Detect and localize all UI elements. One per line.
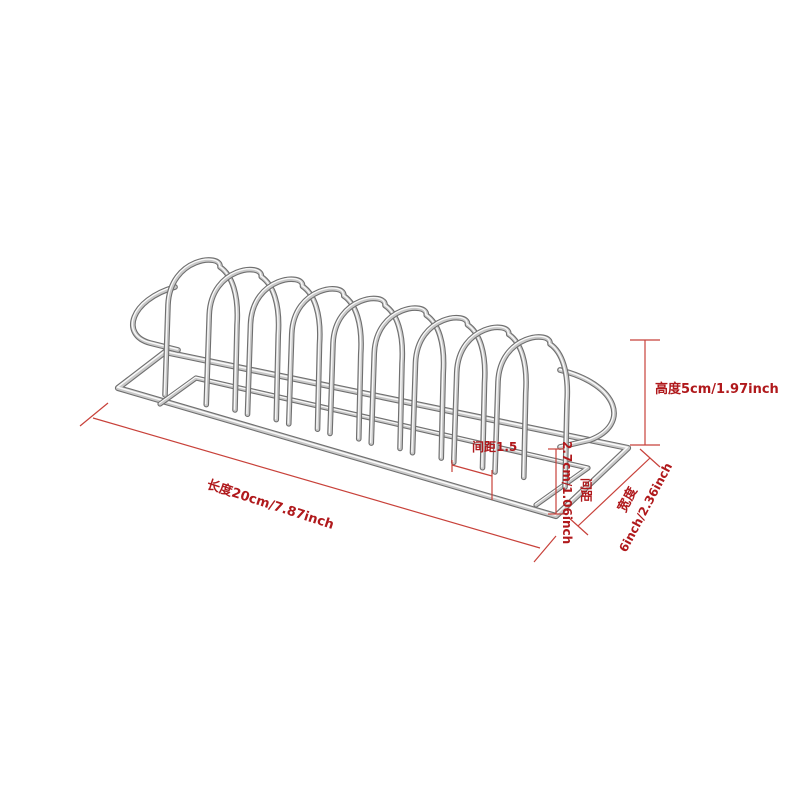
width-dimension-line (577, 457, 651, 527)
length-tick-right (533, 535, 557, 563)
base-frame-inner (157, 375, 591, 508)
arch-wire (285, 286, 364, 442)
arch-wire (368, 305, 447, 461)
width-tick-right (639, 448, 661, 468)
height-label: 高度5cm/1.97inch (655, 381, 779, 397)
arch-wire (162, 257, 241, 413)
arch-wire (492, 334, 571, 490)
wire-rack (114, 257, 632, 520)
spacing-dimension-line (451, 464, 493, 477)
arch-wire (244, 276, 323, 433)
left-end-loop (130, 284, 181, 353)
length-label: 长度20cm/7.87inch (205, 477, 336, 533)
base-frame-outer (114, 348, 632, 520)
arch-wire (409, 315, 488, 471)
arch-wire (203, 266, 282, 423)
length-tick-left (79, 402, 109, 427)
gap-title-label: 间距 (579, 478, 594, 502)
spacing-label: 间距1.5 (472, 439, 517, 454)
right-end-loop (557, 367, 617, 450)
arch-wire (327, 295, 406, 452)
arch-wire (450, 324, 529, 481)
gap-value-label: 2.7cm/1.06inch (560, 441, 574, 544)
width-tick-left (567, 516, 589, 536)
dimension-lines (79, 339, 661, 563)
length-dimension-line (92, 417, 541, 549)
